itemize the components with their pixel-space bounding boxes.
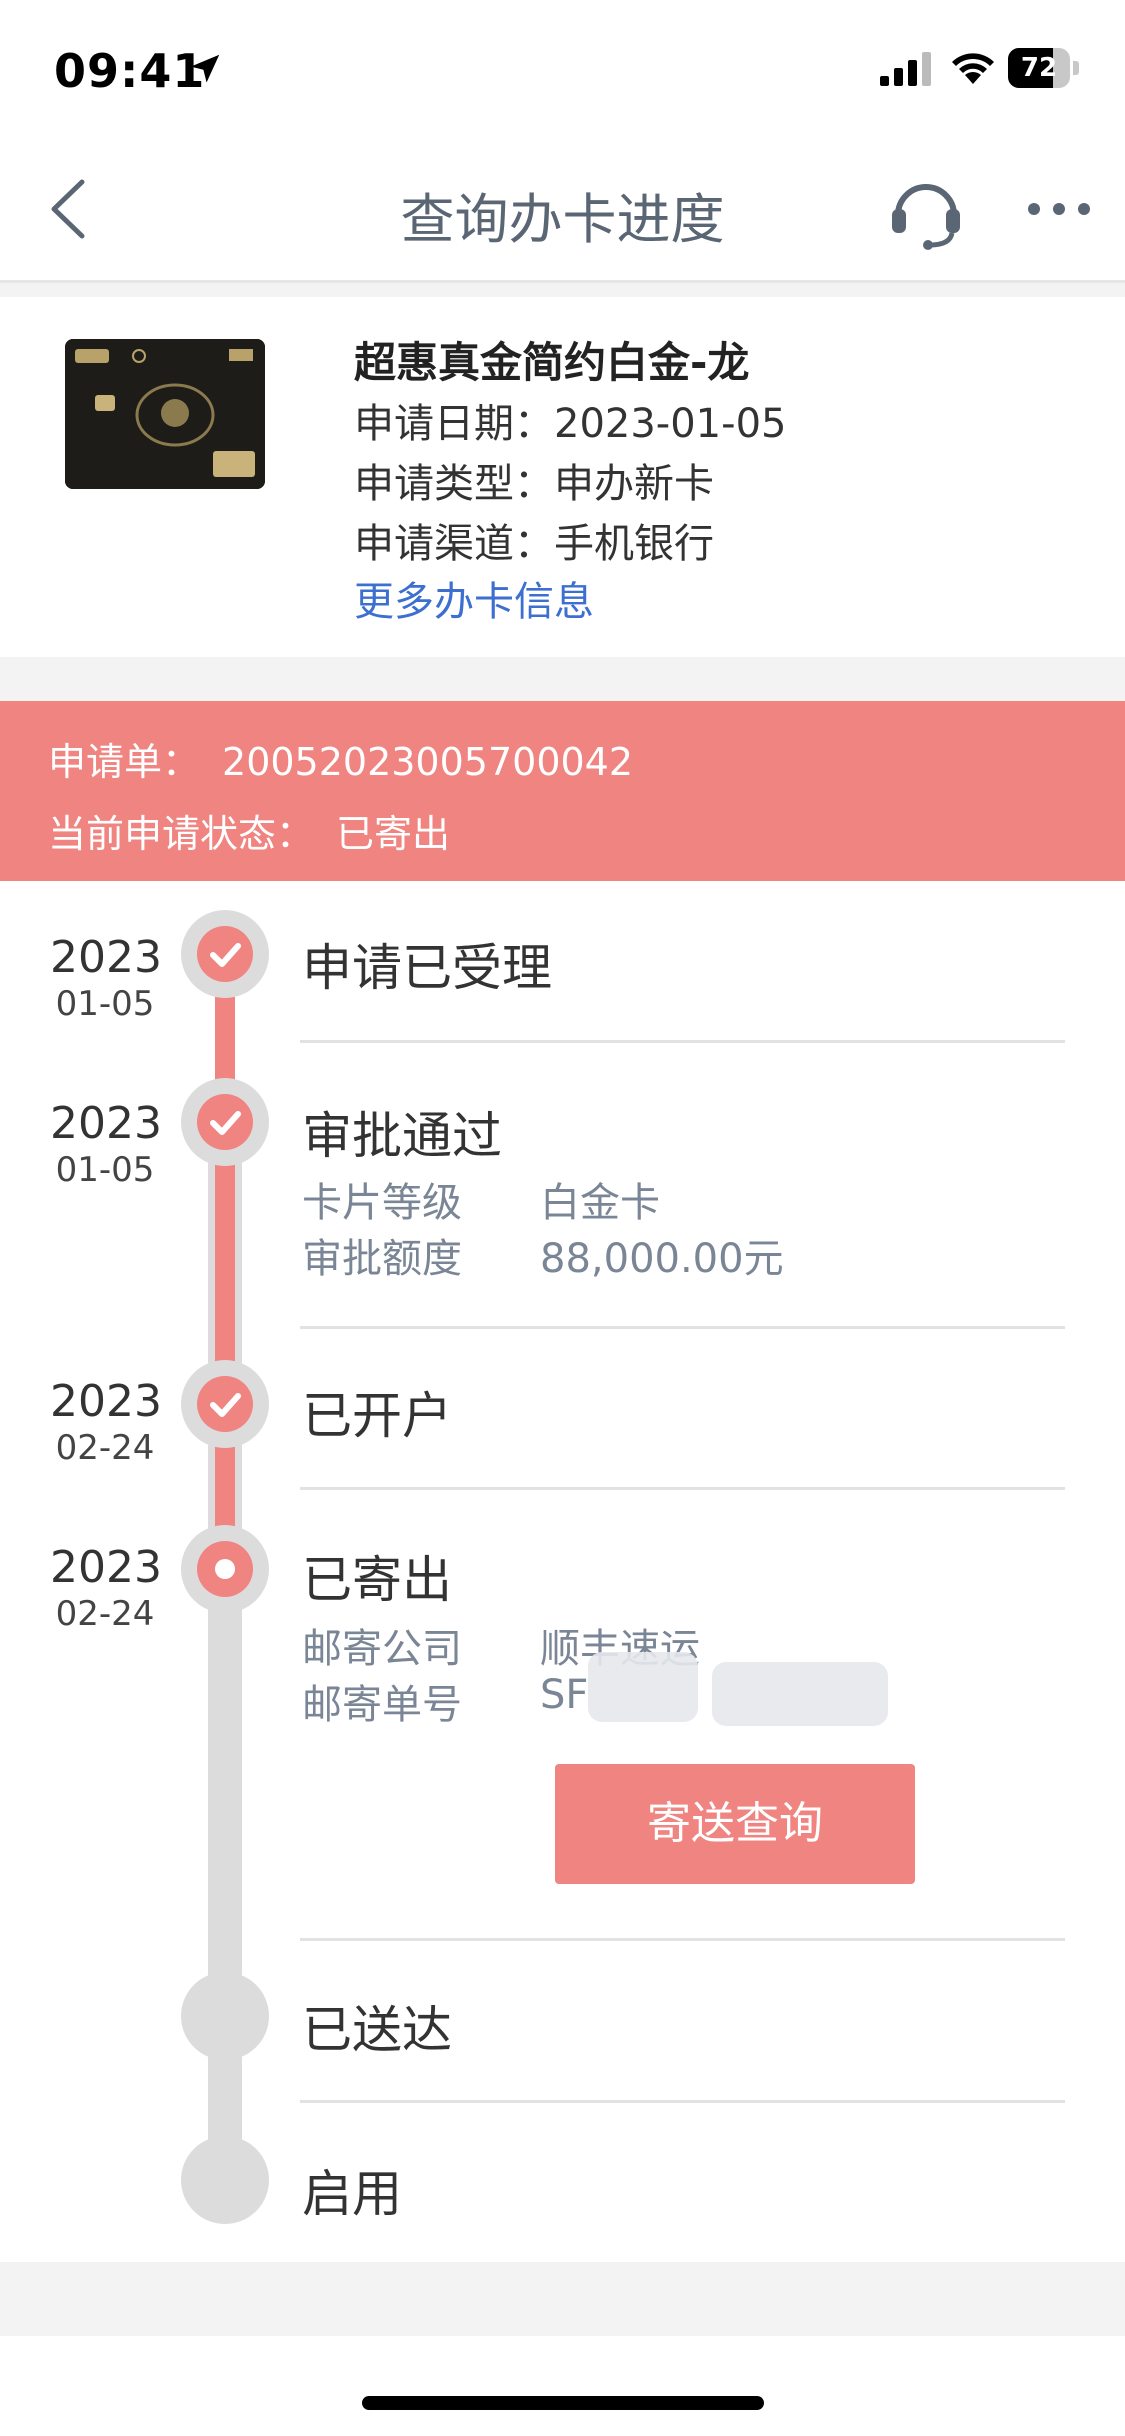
current-status: 已寄出	[336, 812, 451, 856]
step-date: 01-05	[55, 1150, 155, 1190]
step-year: 2023	[50, 1542, 162, 1593]
divider	[300, 1040, 1065, 1043]
page-title: 查询办卡进度	[400, 188, 725, 251]
card-name: 超惠真金简约白金-龙	[354, 338, 750, 387]
step-title: 已开户	[302, 1387, 452, 1445]
section-gap	[0, 2262, 1125, 2336]
cellular-signal-icon	[880, 52, 931, 86]
back-chevron-icon[interactable]	[48, 178, 88, 240]
step-done-icon	[181, 910, 269, 998]
detail-label: 审批额度	[302, 1236, 462, 1282]
step-title: 已寄出	[302, 1551, 452, 1609]
step-date: 02-24	[55, 1428, 155, 1468]
section-gap	[0, 283, 1125, 297]
step-date: 01-05	[55, 984, 155, 1024]
divider	[300, 2100, 1065, 2103]
detail-label: 邮寄单号	[302, 1682, 462, 1728]
card-info-section: 超惠真金简约白金-龙 申请日期：2023-01-05 申请类型：申办新卡 申请渠…	[0, 297, 1125, 657]
section-gap	[0, 657, 1125, 701]
step-done-icon	[181, 1360, 269, 1448]
apply-date-label: 申请日期：	[354, 401, 554, 447]
step-done-icon	[181, 1078, 269, 1166]
progress-timeline	[0, 881, 1125, 2262]
detail-value: SF	[540, 1672, 589, 1718]
divider	[300, 1326, 1065, 1329]
apply-channel-row: 申请渠道：手机银行	[354, 511, 714, 569]
home-indicator[interactable]	[362, 2396, 764, 2410]
apply-date-value: 2023-01-05	[554, 401, 787, 447]
step-year: 2023	[50, 932, 162, 983]
step-title: 启用	[302, 2165, 402, 2223]
status-banner: 申请单： 20052023005700042 当前申请状态： 已寄出	[0, 701, 1125, 881]
battery-indicator: 72	[1008, 48, 1080, 88]
step-title: 审批通过	[302, 1107, 502, 1165]
redacted-blur	[588, 1652, 698, 1722]
redacted-blur	[712, 1662, 888, 1726]
detail-value: 白金卡	[540, 1180, 660, 1226]
step-pending-icon	[181, 2136, 269, 2224]
step-title: 已送达	[302, 2001, 452, 2059]
detail-value: 88,000.00元	[540, 1236, 784, 1282]
detail-label: 卡片等级	[302, 1180, 462, 1226]
apply-date-row: 申请日期：2023-01-05	[354, 391, 786, 449]
location-arrow-icon	[190, 54, 220, 83]
battery-fill	[1008, 48, 1053, 88]
apply-channel-value: 手机银行	[554, 521, 714, 567]
status-time: 09:41	[54, 44, 206, 98]
status-label: 当前申请状态：	[48, 812, 315, 856]
wifi-icon	[952, 53, 994, 84]
battery-percent: 72	[1020, 53, 1058, 83]
order-number: 20052023005700042	[222, 740, 634, 784]
divider	[300, 1938, 1065, 1941]
card-image	[65, 339, 265, 489]
current-status-row: 当前申请状态： 已寄出	[48, 803, 450, 858]
apply-type-value: 申办新卡	[554, 461, 714, 507]
step-title: 申请已受理	[302, 939, 552, 997]
step-current-icon	[181, 1525, 269, 1613]
shipment-tracking-button[interactable]: 寄送查询	[555, 1764, 915, 1884]
step-date: 02-24	[55, 1594, 155, 1634]
status-bar: 09:41 72	[0, 0, 1125, 135]
apply-channel-label: 申请渠道：	[354, 521, 554, 567]
nav-bar: 查询办卡进度	[0, 135, 1125, 283]
apply-type-label: 申请类型：	[354, 461, 554, 507]
order-label: 申请单：	[48, 740, 201, 784]
step-pending-icon	[181, 1972, 269, 2060]
apply-type-row: 申请类型：申办新卡	[354, 451, 714, 509]
order-row: 申请单： 20052023005700042	[48, 731, 633, 786]
detail-label: 邮寄公司	[302, 1626, 462, 1672]
step-year: 2023	[50, 1098, 162, 1149]
step-year: 2023	[50, 1376, 162, 1427]
more-card-info-link[interactable]: 更多办卡信息	[354, 579, 594, 625]
divider	[300, 1487, 1065, 1490]
customer-service-icon[interactable]	[888, 175, 964, 251]
timeline-track-completed	[215, 940, 235, 1560]
more-options-icon[interactable]	[1026, 201, 1092, 217]
